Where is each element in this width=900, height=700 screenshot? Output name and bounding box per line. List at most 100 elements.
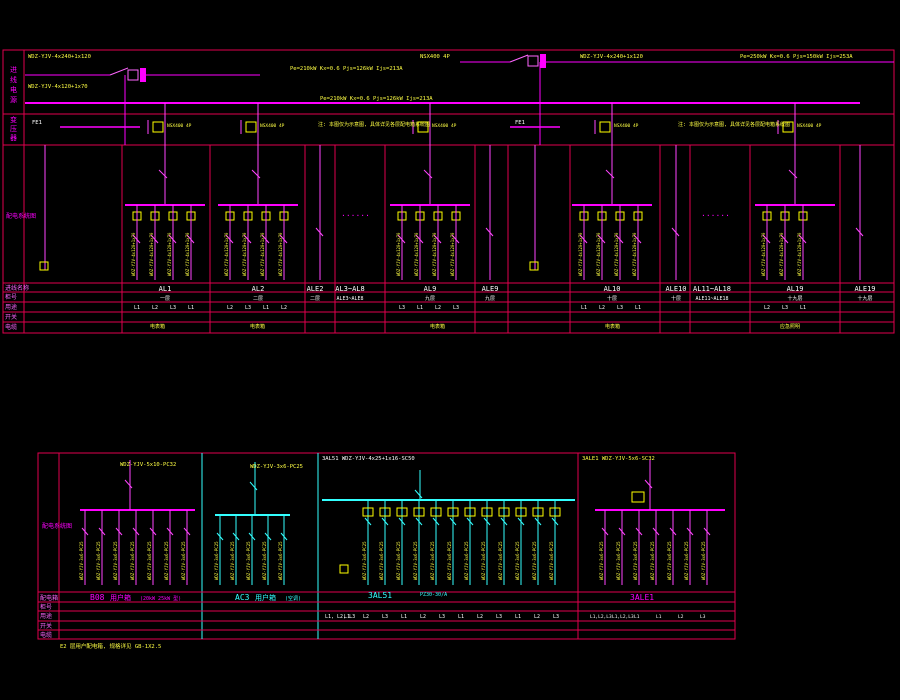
- bottom-feeder-switch: [686, 527, 694, 536]
- table-row-label: 进线名称: [5, 284, 29, 292]
- bottom-cable-label: WDZ-YJV-3x6-PC25: [246, 541, 251, 580]
- cabinet-code: AL11~AL18: [693, 285, 731, 293]
- bottom-cable-label: WDZ-YJV-3x6-PC25: [113, 541, 118, 580]
- switch-blade: [158, 169, 168, 179]
- bottom-feeder-switch: [115, 527, 123, 536]
- feeder-switch: [780, 234, 789, 244]
- top-frame: [2, 49, 895, 334]
- feeder-switch: [315, 227, 324, 237]
- bottom-cable-label: WDZ-YJV-3x6-PC25: [481, 541, 486, 580]
- bottom-phase-label: L1,L2,L3: [612, 614, 634, 620]
- cabinet-floor: 十层: [671, 295, 681, 302]
- cabinet-floor: 十层: [607, 295, 617, 302]
- cabinet-floor: 一层: [160, 296, 170, 302]
- bottom-cable-label: WDZ-YJV-3x6-PC25: [684, 541, 689, 580]
- phase-label: L1: [263, 305, 269, 311]
- header-note: 3AL51 WDZ-YJV-4x25+1x16-SC50: [322, 456, 415, 462]
- phase-label: L1: [188, 305, 194, 311]
- bottom-cable-label: WDZ-YJV-3x6-PC25: [396, 541, 401, 580]
- feeder-cable-label: WDZ-YJV-4x120+1x70: [797, 232, 802, 276]
- phase-label: L1: [800, 305, 806, 311]
- cabinet-floor: 二层: [310, 296, 320, 302]
- feeder-switch: [132, 234, 141, 244]
- cabinet-floor: 九层: [425, 295, 435, 302]
- bottom-feeder-switch: [483, 517, 491, 526]
- bottom-cable-label: WDZ-YJV-3x6-PC25: [362, 541, 367, 580]
- incoming-breaker-1: [109, 67, 146, 82]
- feeder-cable-label: WDZ-YJV-4x120+1x70: [185, 232, 190, 276]
- fe-label: FE1: [515, 120, 525, 126]
- bottom-meter: [430, 507, 442, 517]
- phase-label: L2: [435, 305, 441, 311]
- cabinet-floor: 十九层: [857, 295, 872, 302]
- device-label: NSX400 4P: [432, 123, 457, 129]
- meter-symbol: [529, 261, 539, 271]
- bottom-meter: [447, 507, 459, 517]
- section-sub: 用户箱: [255, 593, 276, 602]
- table-row-label: 柜号: [5, 293, 17, 301]
- cabinet-code: ALE9: [482, 285, 499, 293]
- table-row-label: 柜号: [40, 603, 52, 611]
- bottom-feeder-switch: [364, 517, 372, 526]
- bottom-meter: [631, 491, 645, 503]
- bottom-cable-label: WDZ-YJV-3x6-PC25: [650, 541, 655, 580]
- feeder-switch: [279, 234, 288, 244]
- bottom-cable-label: WDZ-YJV-3x6-PC25: [181, 541, 186, 580]
- phase-label: L3: [245, 305, 251, 311]
- section-code: B08: [90, 593, 105, 602]
- bottom-feeder-switch: [81, 527, 89, 536]
- feeder-switch: [168, 234, 177, 244]
- bottom-feeder-switch: [618, 527, 626, 536]
- row-label: 线: [10, 75, 17, 84]
- cabinet-code: ALE2: [307, 285, 324, 293]
- bottom-phase-label: L1: [401, 614, 407, 620]
- bottom-cable-label: WDZ-YJV-3x6-PC25: [498, 541, 503, 580]
- bottom-cable-label: WDZ-YJV-3x6-PC25: [130, 541, 135, 580]
- feeder-switch: [597, 234, 606, 244]
- row-label: 源: [10, 95, 17, 104]
- feeder-switch: [225, 234, 234, 244]
- bottom-phase-label: L1: [656, 614, 662, 620]
- cabinet-code: AL10: [604, 285, 621, 293]
- phase-label: L2: [764, 305, 770, 311]
- feeder-switch: [397, 234, 406, 244]
- bottom-feeder-switch: [381, 517, 389, 526]
- device-label: NSX400 4P: [260, 123, 285, 129]
- table-row-label: 开关: [40, 622, 52, 630]
- bottom-phase-label: L2: [477, 614, 483, 620]
- bottom-feeder-switch: [248, 532, 256, 541]
- bottom-phase-label: L2: [534, 614, 540, 620]
- switch-blade: [605, 169, 615, 179]
- bottom-main-switch: [414, 489, 423, 499]
- bottom-meter: [515, 507, 527, 517]
- bottom-header-notes: WDZ-YJV-5x10-PC32 WDZ-YJV-3x6-PC25 3AL51…: [120, 456, 655, 470]
- table-row-label: 配电箱: [40, 594, 58, 602]
- bottom-meter: [379, 507, 391, 517]
- feeder-cable-label: WDZ-YJV-4x120+1x70: [779, 232, 784, 276]
- bottom-phase-label: L3: [439, 614, 445, 620]
- bottom-cable-label: WDZ-YJV-3x6-PC25: [164, 541, 169, 580]
- bottom-meter: [464, 507, 476, 517]
- bottom-phase-label: L1: [634, 614, 640, 620]
- feeder-switch: [855, 227, 864, 237]
- bottom-feeder-switch: [132, 527, 140, 536]
- feeder-cable-label: WDZ-YJV-4x120+1x70: [396, 232, 401, 276]
- bottom-table-row-labels: 配电箱 柜号 用途 开关 电缆: [40, 594, 58, 639]
- feeder-switch: [671, 227, 680, 237]
- bottom-feeder-switch: [551, 517, 559, 526]
- bottom-feeder-switch: [635, 527, 643, 536]
- remark: 电表箱: [150, 323, 165, 330]
- header-note: WDZ-YJV-4x240+1x120: [580, 54, 643, 60]
- bottom-feeder-switch: [149, 527, 157, 536]
- mid-note: 注: 本图仅为示意图, 具体详见各层配电箱系统图: [318, 121, 430, 128]
- bottom-meter: [549, 507, 561, 517]
- feeder-switch: [615, 234, 624, 244]
- bottom-phase-label: L3: [382, 614, 388, 620]
- feeder-cable-label: WDZ-YJV-4x120+1x70: [450, 232, 455, 276]
- bottom-feeder-switch: [517, 517, 525, 526]
- protection-device: [245, 121, 257, 133]
- row-label: 压: [10, 125, 17, 133]
- bottom-cable-label: WDZ-YJV-3x6-PC25: [515, 541, 520, 580]
- bottom-cable-label: WDZ-YJV-3x6-PC25: [430, 541, 435, 580]
